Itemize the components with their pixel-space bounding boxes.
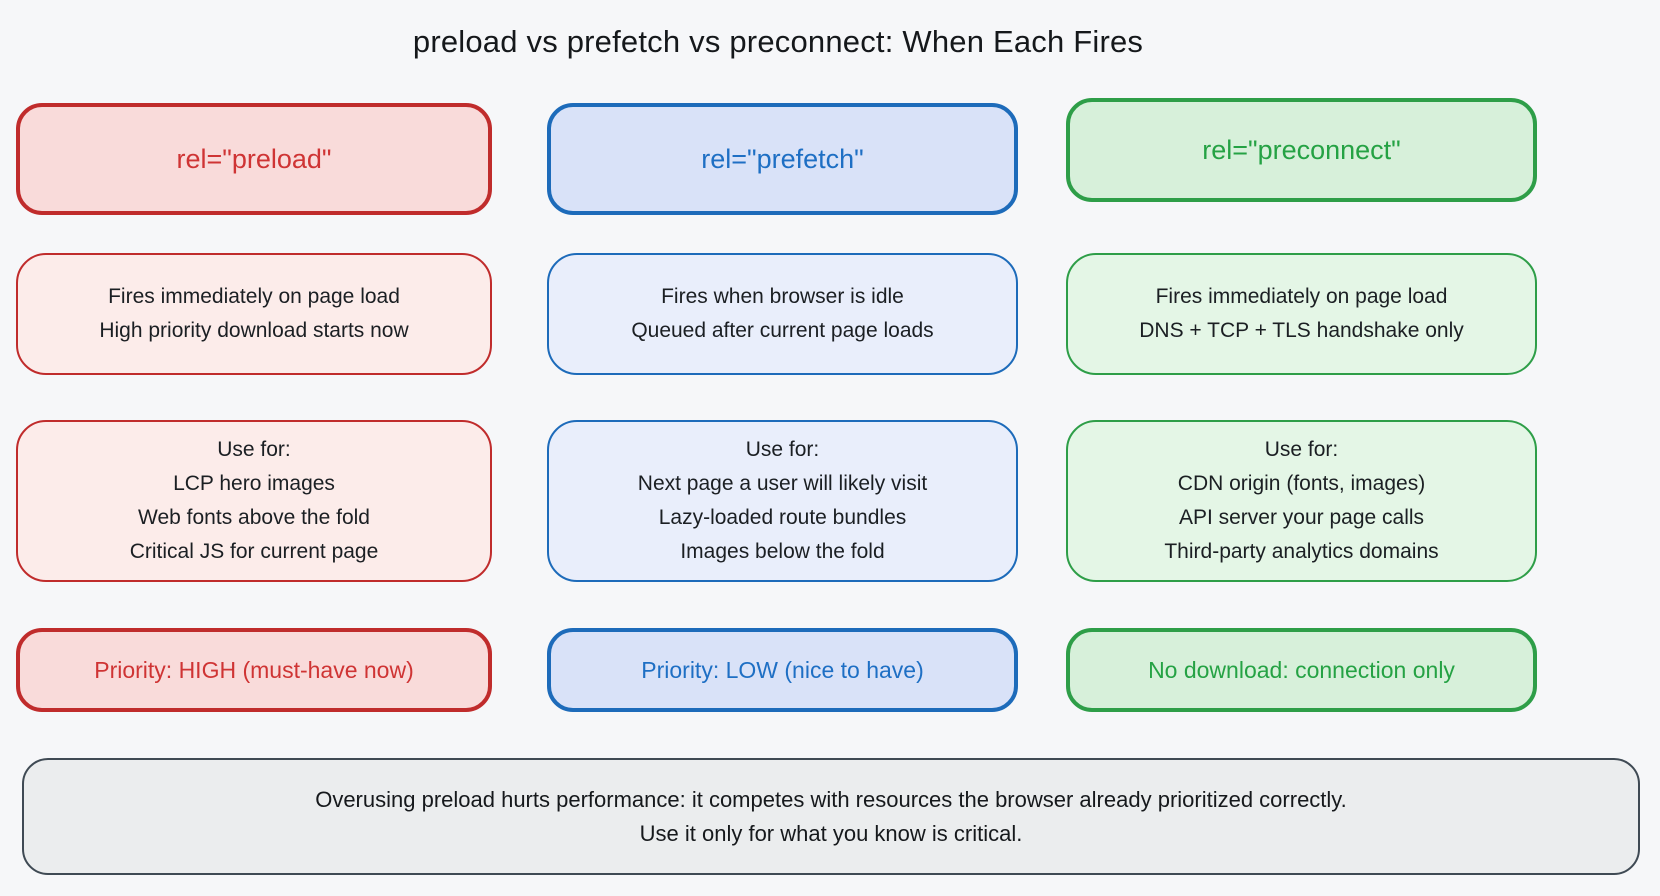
preconnect-priority-label: No download: connection only bbox=[1148, 656, 1455, 683]
preload-header-box: rel="preload" bbox=[16, 103, 492, 215]
preconnect-use-for-item-2: API server your page calls bbox=[1178, 506, 1425, 529]
prefetch-use-for-item-2: Lazy-loaded route bundles bbox=[658, 506, 907, 529]
preconnect-use-for-heading: Use for: bbox=[1264, 438, 1339, 461]
preload-priority-label: Priority: HIGH (must-have now) bbox=[94, 656, 414, 683]
prefetch-timing-box: Fires when browser is idle Queued after … bbox=[547, 253, 1018, 375]
preconnect-timing-box: Fires immediately on page load DNS + TCP… bbox=[1066, 253, 1537, 375]
prefetch-priority-label: Priority: LOW (nice to have) bbox=[641, 656, 924, 683]
preload-priority-box: Priority: HIGH (must-have now) bbox=[16, 628, 492, 712]
preload-use-for-item-1: LCP hero images bbox=[173, 472, 335, 495]
diagram-title: preload vs prefetch vs preconnect: When … bbox=[412, 24, 1144, 59]
preconnect-timing-line-2: DNS + TCP + TLS handshake only bbox=[1139, 319, 1464, 342]
preload-header-label: rel="preload" bbox=[176, 143, 332, 174]
preconnect-use-for-item-1: CDN origin (fonts, images) bbox=[1177, 472, 1426, 495]
preload-use-for-box: Use for: LCP hero images Web fonts above… bbox=[16, 420, 492, 582]
preload-timing-box: Fires immediately on page load High prio… bbox=[16, 253, 492, 375]
prefetch-header-label: rel="prefetch" bbox=[701, 143, 864, 174]
prefetch-use-for-box: Use for: Next page a user will likely vi… bbox=[547, 420, 1018, 582]
prefetch-use-for-heading: Use for: bbox=[745, 438, 820, 461]
warning-note-line-2: Use it only for what you know is critica… bbox=[639, 820, 1023, 846]
preconnect-header-box: rel="preconnect" bbox=[1066, 98, 1537, 202]
preload-timing-line-2: High priority download starts now bbox=[99, 319, 409, 342]
prefetch-priority-box: Priority: LOW (nice to have) bbox=[547, 628, 1018, 712]
preload-use-for-item-3: Critical JS for current page bbox=[129, 540, 379, 563]
prefetch-use-for-item-3: Images below the fold bbox=[680, 540, 885, 563]
preconnect-use-for-box: Use for: CDN origin (fonts, images) API … bbox=[1066, 420, 1537, 582]
prefetch-timing-line-2: Queued after current page loads bbox=[631, 319, 934, 342]
preload-timing-line-1: Fires immediately on page load bbox=[108, 285, 400, 308]
prefetch-timing-line-1: Fires when browser is idle bbox=[661, 285, 904, 308]
prefetch-header-box: rel="prefetch" bbox=[547, 103, 1018, 215]
preconnect-timing-line-1: Fires immediately on page load bbox=[1155, 285, 1448, 308]
preconnect-header-label: rel="preconnect" bbox=[1202, 134, 1401, 165]
warning-note-line-1: Overusing preload hurts performance: it … bbox=[315, 786, 1347, 812]
preconnect-use-for-item-3: Third-party analytics domains bbox=[1164, 540, 1439, 563]
preload-use-for-item-2: Web fonts above the fold bbox=[138, 506, 370, 529]
warning-note-box: Overusing preload hurts performance: it … bbox=[22, 758, 1640, 875]
prefetch-use-for-item-1: Next page a user will likely visit bbox=[637, 472, 928, 495]
preload-use-for-heading: Use for: bbox=[217, 438, 291, 461]
preconnect-priority-box: No download: connection only bbox=[1066, 628, 1537, 712]
